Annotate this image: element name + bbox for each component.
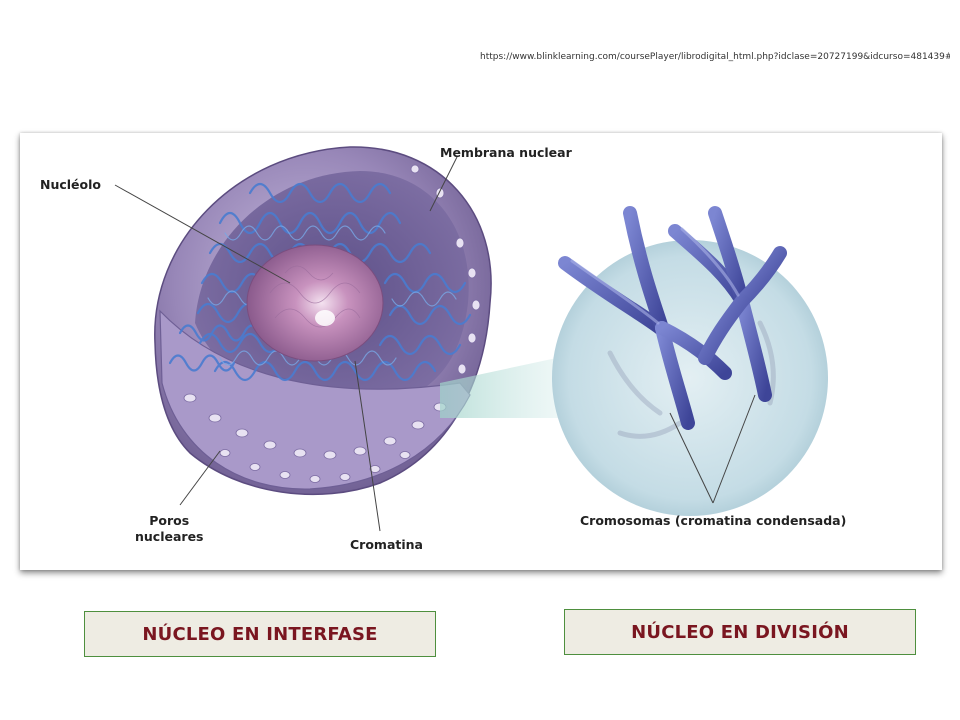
division-nucleus [552,206,828,516]
chromosome [558,206,732,430]
interphase-nucleus [154,146,492,496]
label-cromatina: Cromatina [350,537,423,552]
leader-lines [114,156,756,532]
chromatin-fibers [168,182,472,382]
caption-interfase: NÚCLEO EN INTERFASE [84,611,436,657]
caption-division: NÚCLEO EN DIVISIÓN [564,609,916,655]
label-cromosomas: Cromosomas (cromatina condensada) [580,513,847,528]
label-poros-nucleares: Poros nucleares [135,513,204,544]
nuclear-pores [183,164,481,483]
zoom-beam [440,353,580,418]
nucleus-illustration [114,146,828,532]
source-url: https://www.blinklearning.com/coursePlay… [480,52,950,62]
label-membrana-nuclear: Membrana nuclear [440,145,572,160]
label-nucleolo: Nucléolo [40,177,101,192]
nucleus-figure: Nucléolo Membrana nuclear Poros nucleare… [20,133,942,570]
